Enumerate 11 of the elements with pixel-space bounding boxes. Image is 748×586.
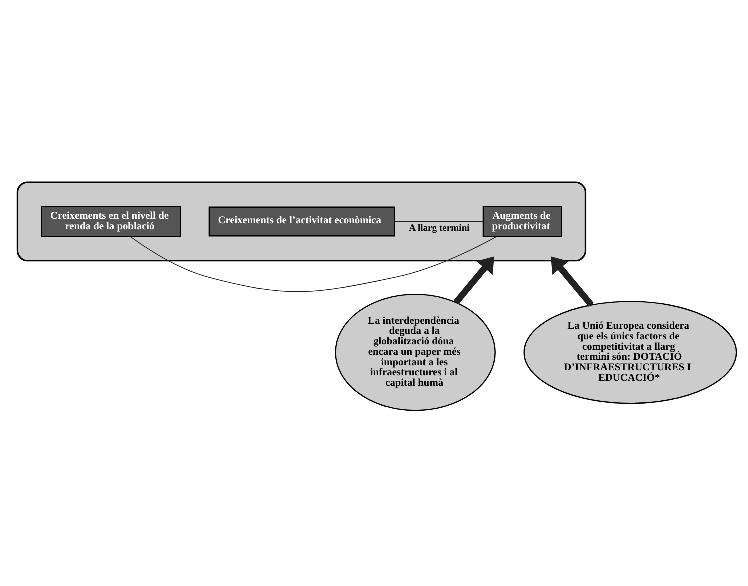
cluster	[16, 181, 587, 262]
connector	[130, 236, 497, 292]
arrow	[551, 256, 594, 307]
connector	[394, 220, 484, 222]
arrow	[454, 256, 494, 304]
node-ellipse: La interdependència deguda a la globalització dóna encara un paper més important a les infraestructures i al capital humà	[335, 293, 496, 411]
node-box: Creixements de l’activitat econòmica	[208, 206, 396, 236]
node-box: Augments de productivitat	[482, 205, 562, 238]
node-box: Creixements en el nivell de renda de la població	[41, 205, 182, 238]
edge-label: A llarg termini	[409, 222, 470, 234]
node-ellipse: La Unió Europea considera que els únics factors de competitivitat a llarg termini són: DOTACIÓ D’INFRAESTRUCTURES I EDUCACIÓ*	[524, 300, 738, 404]
